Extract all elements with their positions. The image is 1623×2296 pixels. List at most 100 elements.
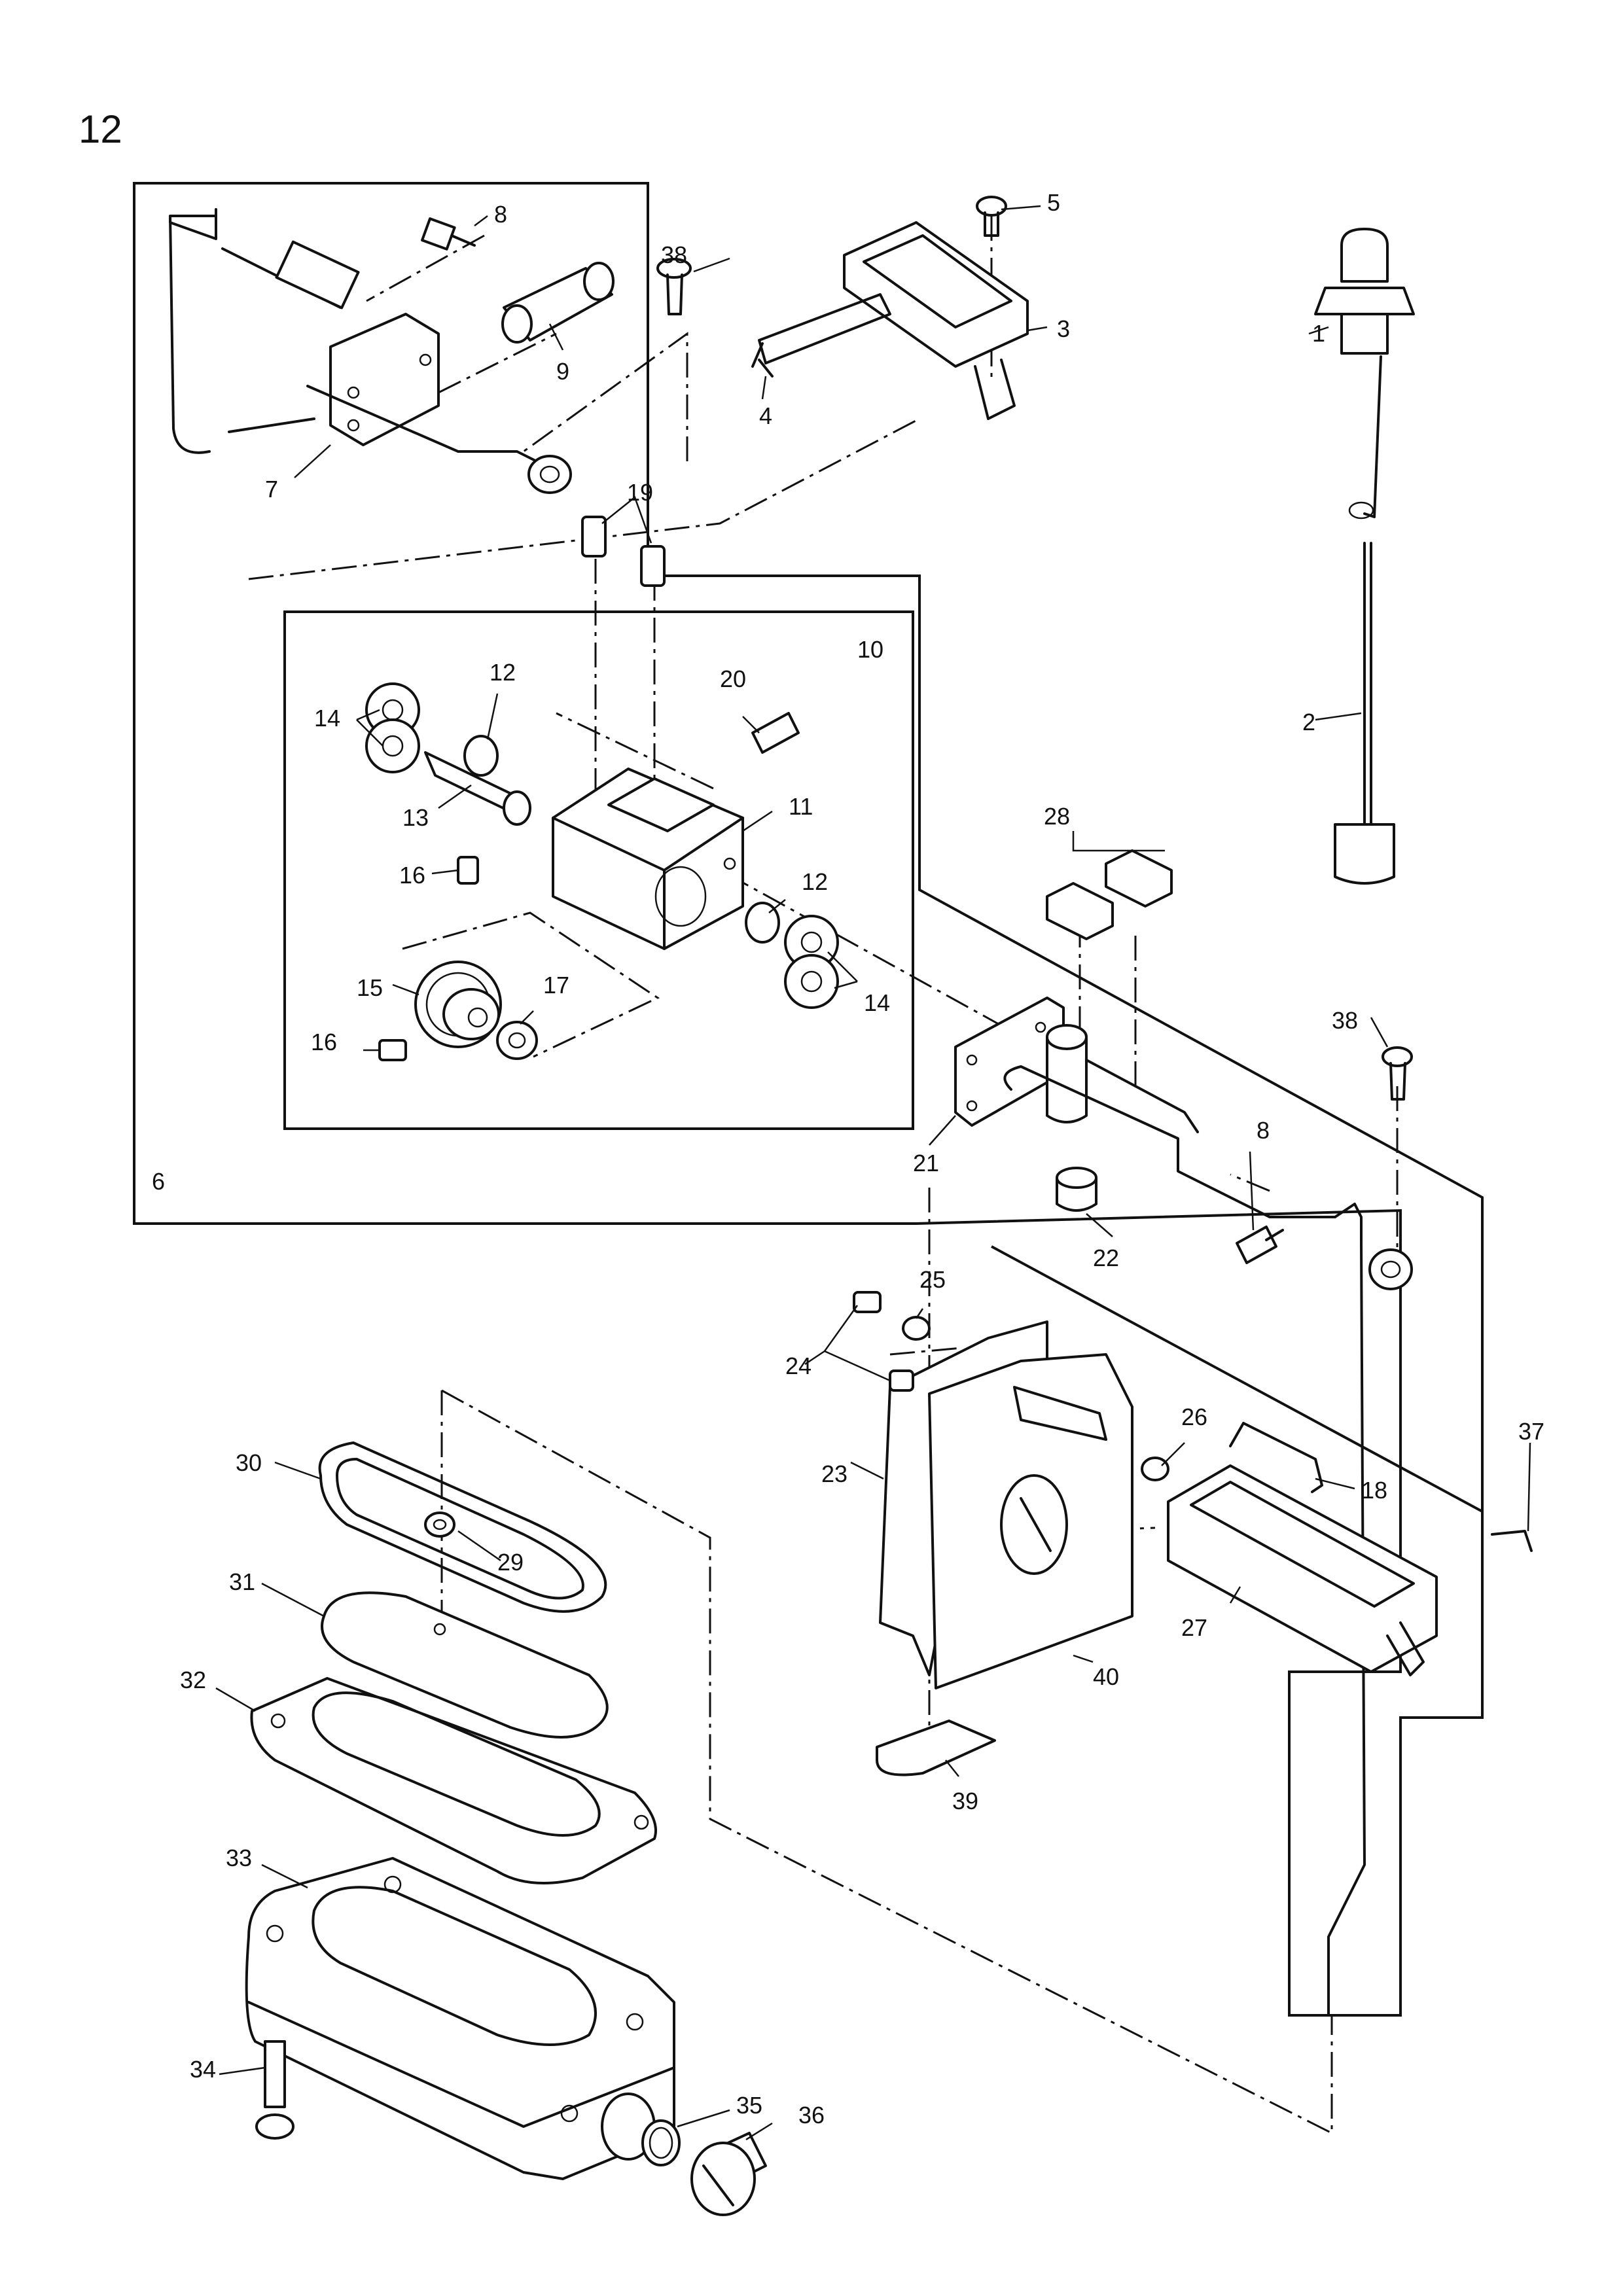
part-29-screw bbox=[424, 1511, 455, 1538]
callout-17: 17 bbox=[543, 972, 569, 998]
part-35-o-ring bbox=[641, 2119, 681, 2166]
part-22-grommet bbox=[1056, 1167, 1097, 1212]
subassembly-frame-10 bbox=[283, 610, 914, 1130]
callout-10: 10 bbox=[857, 636, 883, 663]
callout-30: 30 bbox=[236, 1449, 262, 1476]
callout-14-right: 14 bbox=[864, 989, 890, 1016]
assembly-frame-6 bbox=[133, 182, 1484, 2017]
callout-27: 27 bbox=[1181, 1614, 1207, 1641]
part-21-bracket bbox=[954, 997, 1363, 1245]
callout-28: 28 bbox=[1044, 803, 1070, 830]
callout-33: 33 bbox=[226, 1845, 252, 1871]
callout-12-left: 12 bbox=[490, 659, 516, 686]
part-24-screws bbox=[853, 1291, 914, 1392]
callout-14-left: 14 bbox=[314, 705, 340, 732]
part-12-bushing bbox=[463, 735, 780, 944]
part-39-key bbox=[876, 1720, 996, 1776]
part-37-pin bbox=[1491, 1530, 1533, 1552]
callout-29: 29 bbox=[497, 1549, 524, 1576]
callout-9: 9 bbox=[556, 358, 569, 385]
callout-7: 7 bbox=[265, 476, 278, 503]
callout-15: 15 bbox=[357, 974, 383, 1001]
callout-37: 37 bbox=[1518, 1418, 1544, 1445]
callout-36: 36 bbox=[798, 2102, 825, 2128]
callout-11: 11 bbox=[789, 793, 813, 820]
callout-1: 1 bbox=[1312, 320, 1325, 347]
part-8-screw-lower bbox=[1236, 1226, 1284, 1264]
part-31-filter bbox=[321, 1591, 609, 1739]
leader-lines bbox=[215, 205, 1531, 2141]
callout-8-upper: 8 bbox=[494, 201, 507, 228]
callout-18: 18 bbox=[1361, 1477, 1387, 1504]
callout-25: 25 bbox=[919, 1266, 946, 1293]
assembly-line bbox=[523, 332, 688, 461]
callout-16-lower: 16 bbox=[311, 1029, 337, 1055]
outer-frame-2 bbox=[991, 1245, 1483, 1513]
part-26-washer bbox=[1141, 1457, 1169, 1481]
part-15-gear bbox=[414, 961, 502, 1048]
assembly-line bbox=[248, 417, 920, 580]
callout-12-right: 12 bbox=[802, 868, 828, 895]
callout-23: 23 bbox=[821, 1460, 847, 1487]
callout-32: 32 bbox=[180, 1667, 206, 1693]
part-30-gasket-ring bbox=[318, 1441, 607, 1613]
assembly-line bbox=[402, 911, 660, 1058]
part-18-spring-clip bbox=[1229, 1422, 1323, 1493]
part-17-washer bbox=[496, 1021, 538, 1060]
callout-20: 20 bbox=[720, 665, 746, 692]
callout-16-upper: 16 bbox=[399, 862, 425, 889]
callout-34: 34 bbox=[190, 2056, 216, 2083]
assembly-line bbox=[556, 712, 714, 790]
assembly-line bbox=[726, 872, 1035, 1045]
callout-39: 39 bbox=[952, 1788, 978, 1814]
assembly-line bbox=[438, 332, 557, 394]
part-19-set-screws bbox=[581, 516, 666, 587]
assembly-line bbox=[366, 234, 485, 302]
part-34-bolt bbox=[255, 2040, 294, 2140]
callout-6: 6 bbox=[152, 1168, 165, 1195]
part-1-oil-plug bbox=[1314, 228, 1415, 520]
part-40-cam-plate bbox=[928, 1353, 1133, 1689]
part-32-gasket bbox=[250, 1677, 657, 1884]
part-5-screw bbox=[976, 196, 1007, 237]
part-13-shaft bbox=[424, 751, 531, 826]
part-4-wire bbox=[751, 342, 774, 378]
callout-13: 13 bbox=[402, 804, 429, 831]
callout-26: 26 bbox=[1181, 1404, 1207, 1430]
part-27-channel-tray bbox=[1167, 1464, 1438, 1676]
callout-21: 21 bbox=[913, 1150, 939, 1176]
callout-5: 5 bbox=[1047, 189, 1060, 216]
callout-19: 19 bbox=[627, 479, 653, 506]
callout-38-lower: 38 bbox=[1332, 1007, 1358, 1034]
callout-2: 2 bbox=[1302, 709, 1315, 735]
callout-3: 3 bbox=[1057, 315, 1070, 342]
callout-31: 31 bbox=[229, 1568, 255, 1595]
callout-4: 4 bbox=[759, 402, 772, 429]
part-38-screw-lower bbox=[1382, 1046, 1413, 1101]
part-7-rod-bracket bbox=[169, 208, 572, 494]
callout-35: 35 bbox=[736, 2092, 762, 2119]
assembly-line bbox=[441, 1389, 1333, 2135]
callout-40: 40 bbox=[1093, 1663, 1119, 1690]
part-28-blocks bbox=[1046, 849, 1173, 940]
part-2-dipstick bbox=[1334, 542, 1395, 885]
part-3-channel-bracket bbox=[758, 221, 1029, 420]
figure-number: 12 bbox=[79, 107, 122, 151]
part-38-screw bbox=[656, 258, 692, 315]
part-36-drain-plug bbox=[690, 2132, 767, 2216]
callout-22: 22 bbox=[1093, 1245, 1119, 1271]
part-14-gears bbox=[365, 682, 839, 1009]
part-33-reservoir bbox=[245, 1857, 675, 2180]
assembly-line bbox=[889, 1347, 963, 1356]
part-25-washer bbox=[902, 1316, 931, 1341]
part-16-set-screws bbox=[378, 856, 479, 1061]
part-20-screw bbox=[751, 712, 800, 754]
callout-24: 24 bbox=[785, 1352, 812, 1379]
callout-38-upper: 38 bbox=[661, 241, 687, 268]
part-9-pin bbox=[501, 262, 615, 344]
callout-8-lower: 8 bbox=[1257, 1117, 1270, 1144]
part-8-screw bbox=[421, 217, 476, 251]
assembly-line bbox=[1230, 1173, 1270, 1192]
part-11-block bbox=[552, 768, 744, 950]
